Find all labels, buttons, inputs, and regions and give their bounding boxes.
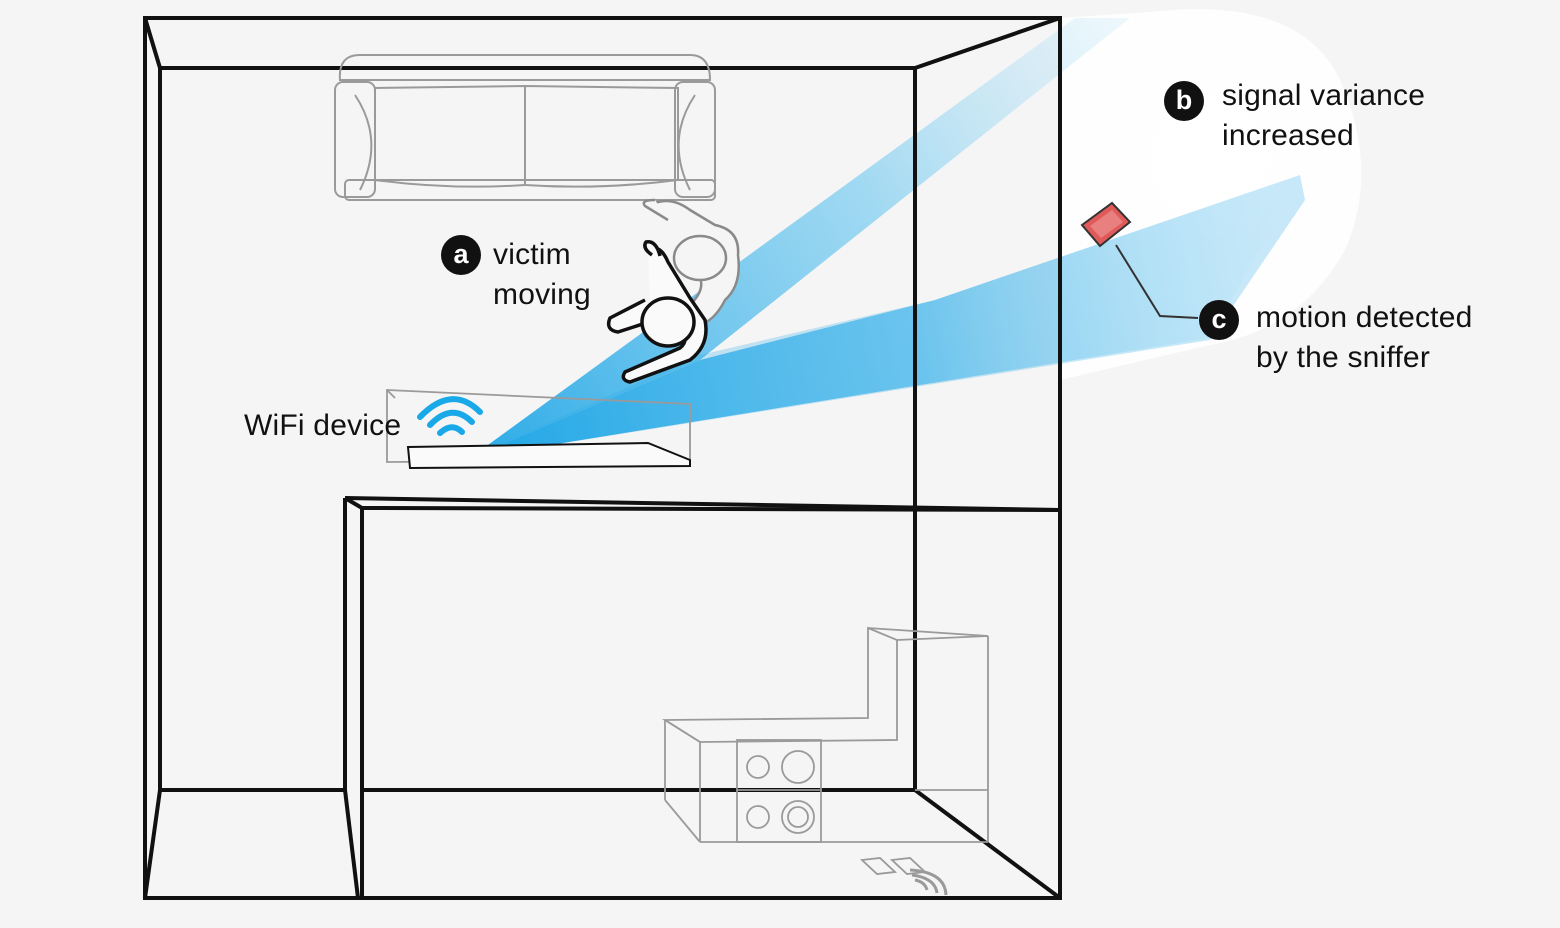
leader-line-c <box>1115 244 1199 319</box>
signal-beam-upper <box>470 18 1130 458</box>
signal-beam-core <box>470 175 1305 458</box>
marker-a: a <box>441 235 481 275</box>
floor-device-icon <box>859 857 948 896</box>
room-outline <box>143 16 1062 900</box>
kitchen-partition <box>343 496 1061 899</box>
marker-c: c <box>1199 300 1239 340</box>
label-motion-detected: motion detected by the sniffer <box>1256 298 1472 378</box>
wifi-router <box>406 441 691 470</box>
label-signal-variance: signal variance increased <box>1222 76 1425 156</box>
label-wifi-device: WiFi device <box>244 409 402 442</box>
wifi-icon <box>417 396 483 436</box>
label-a-line1: victim <box>493 238 571 271</box>
label-c-line1: motion detected <box>1256 301 1473 334</box>
person-icon <box>606 240 708 384</box>
marker-b: b <box>1164 81 1204 121</box>
sofa-icon <box>334 54 716 201</box>
phone-icon <box>1080 201 1132 248</box>
label-victim-moving: victim moving <box>493 235 591 315</box>
label-c-line2: by the sniffer <box>1256 341 1431 374</box>
signal-beam-lower <box>470 175 1300 458</box>
label-b-line2: increased <box>1222 119 1354 152</box>
label-b-line1: signal variance <box>1222 79 1426 112</box>
person-ghost-icon <box>642 198 740 327</box>
label-a-line2: moving <box>493 278 591 311</box>
stove-icon <box>736 739 822 843</box>
